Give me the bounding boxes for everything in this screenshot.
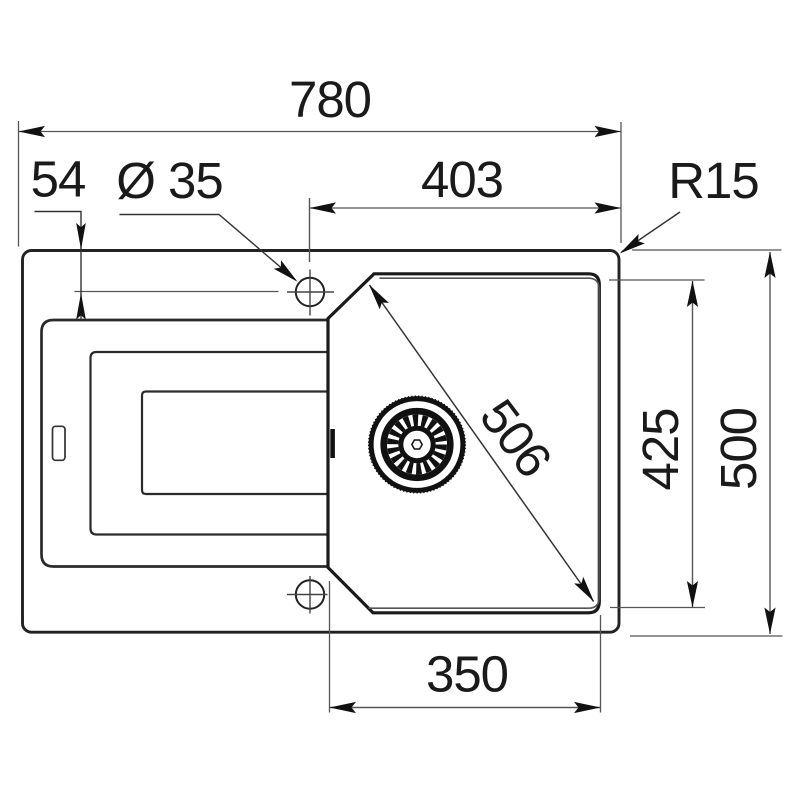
svg-text:350: 350: [426, 646, 508, 703]
svg-text:500: 500: [710, 408, 767, 490]
svg-text:Ø 35: Ø 35: [116, 152, 223, 209]
svg-text:425: 425: [632, 408, 689, 490]
svg-text:54: 54: [31, 151, 86, 208]
svg-text:780: 780: [289, 71, 371, 128]
svg-text:403: 403: [421, 151, 503, 208]
svg-text:R15: R15: [668, 152, 759, 209]
